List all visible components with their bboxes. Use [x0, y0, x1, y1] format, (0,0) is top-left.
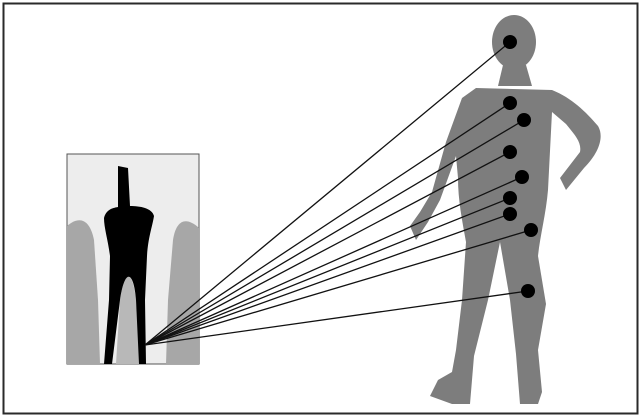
connection-point-1	[503, 35, 517, 49]
connection-point-5	[515, 170, 529, 184]
connection-point-3	[517, 113, 531, 127]
connection-point-7	[503, 207, 517, 221]
connection-point-6	[503, 191, 517, 205]
connection-point-8	[524, 223, 538, 237]
connection-point-2	[503, 96, 517, 110]
connection-point-9	[521, 284, 535, 298]
connection-point-4	[503, 145, 517, 159]
